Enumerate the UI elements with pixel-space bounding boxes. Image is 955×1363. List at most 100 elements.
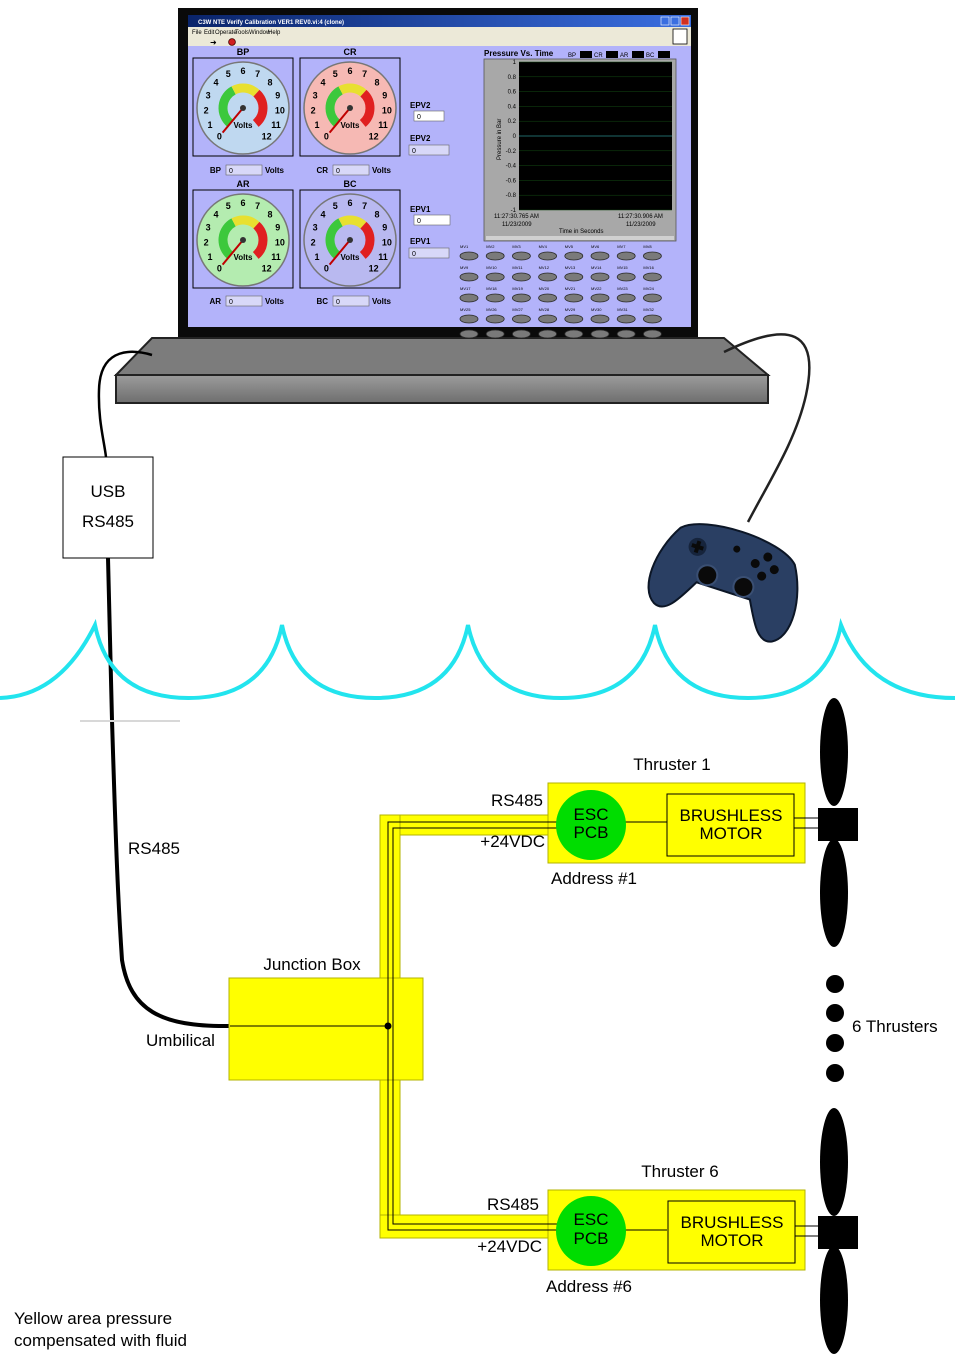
gauge-band — [325, 86, 344, 127]
mv-button[interactable] — [590, 329, 610, 339]
menu-item-operate[interactable]: Operate — [215, 30, 237, 36]
thruster-1-title: Thruster 1 — [633, 755, 710, 774]
gamepad-icon — [647, 523, 799, 643]
usb-cable — [97, 350, 153, 458]
mv-button[interactable] — [485, 272, 505, 282]
readout-unit: Volts — [265, 297, 285, 306]
mv-button[interactable] — [590, 314, 610, 324]
epv-field-3[interactable] — [413, 214, 451, 226]
readout-label: BP — [210, 166, 222, 175]
maximize-button[interactable] — [670, 16, 680, 26]
mv-button[interactable] — [616, 293, 636, 303]
mv-button[interactable] — [512, 251, 531, 261]
gauge-tick-label: 9 — [275, 90, 280, 100]
gauge-tick-label: 0 — [217, 264, 222, 274]
mv-button[interactable] — [616, 251, 636, 261]
x-start-date: 11/23/2009 — [502, 222, 532, 228]
chart-scrollbar[interactable] — [486, 236, 674, 240]
legend-label-ar: AR — [620, 53, 629, 59]
mv-button[interactable] — [616, 329, 636, 339]
gauge-needle — [328, 107, 351, 134]
gauge-tick-label: 4 — [321, 210, 326, 220]
mv-button[interactable] — [485, 329, 505, 339]
readout-unit: Volts — [372, 297, 392, 306]
pcb-label-6: PCB — [574, 1229, 609, 1248]
mv-button[interactable] — [485, 293, 505, 303]
mv-button-label: MV32 — [643, 307, 654, 312]
mv-button[interactable] — [564, 293, 584, 303]
mv-button[interactable] — [564, 329, 584, 339]
mv-button[interactable] — [643, 314, 662, 324]
mv-button-label: MV29 — [565, 307, 576, 312]
mv-button[interactable] — [643, 272, 662, 282]
mv-button[interactable] — [538, 272, 557, 282]
gauge-tick-label: 9 — [382, 222, 387, 232]
x-start-time: 11:27:30.765 AM — [494, 214, 539, 220]
mv-button[interactable] — [512, 293, 531, 303]
gauge-band — [359, 221, 375, 259]
water-surface — [0, 618, 955, 701]
mv-button[interactable] — [538, 293, 557, 303]
mv-button[interactable] — [459, 272, 479, 282]
mv-button[interactable] — [616, 272, 636, 282]
junction-box-label: Junction Box — [263, 955, 361, 974]
mv-button-label: MV23 — [617, 286, 628, 291]
gauge-title: AR — [237, 179, 250, 189]
mv-button[interactable] — [459, 251, 479, 261]
run-arrow-icon[interactable]: ➜ — [210, 38, 217, 47]
mv-button[interactable] — [538, 251, 557, 261]
mv-button[interactable] — [564, 251, 584, 261]
junction-box — [228, 977, 424, 1081]
mv-button[interactable] — [616, 314, 636, 324]
stop-icon[interactable] — [228, 38, 236, 46]
mv-button-label: MV5 — [565, 244, 574, 249]
mv-button[interactable] — [590, 251, 610, 261]
menu-item-edit[interactable]: Edit — [204, 30, 215, 36]
mv-button[interactable] — [512, 329, 531, 339]
chart-legend: BP CR AR BC — [568, 51, 670, 59]
mv-button[interactable] — [538, 329, 557, 339]
readout-field — [225, 295, 263, 307]
gauge-tick-label: 3 — [313, 90, 318, 100]
y-tick-label: -0.6 — [506, 178, 517, 184]
mv-button[interactable] — [512, 314, 531, 324]
note-line-1: Yellow area pressure — [14, 1309, 172, 1328]
mv-button[interactable] — [512, 272, 531, 282]
epv-field-1[interactable] — [413, 110, 445, 122]
mv-button[interactable] — [590, 293, 610, 303]
x-axis-label: Time in Seconds — [559, 229, 603, 235]
mv-button[interactable] — [485, 251, 505, 261]
propeller-1-icon — [818, 698, 858, 947]
mv-button[interactable] — [643, 251, 662, 261]
epv-value-1: 0 — [417, 114, 421, 121]
menu-item-tools[interactable]: Tools — [235, 30, 249, 36]
menu-item-file[interactable]: File — [192, 30, 202, 36]
epv-label-4: EPV1 — [410, 237, 431, 246]
usb-rs485-converter: USB RS485 — [62, 456, 154, 559]
minimize-button[interactable] — [660, 16, 670, 26]
menu-item-help[interactable]: Help — [268, 30, 281, 36]
mv-button[interactable] — [538, 314, 557, 324]
gauge-tick-label: 5 — [226, 201, 231, 211]
close-button[interactable] — [680, 16, 690, 26]
toolbar — [188, 36, 691, 46]
epv-value-2: 0 — [412, 148, 416, 155]
mv-button[interactable] — [459, 314, 479, 324]
mv-button-label: MV27 — [512, 307, 523, 312]
gauge-tick-label: 4 — [214, 210, 219, 220]
gauge-band — [218, 218, 237, 259]
mv-button[interactable] — [564, 272, 584, 282]
mv-button[interactable] — [485, 314, 505, 324]
mv-button[interactable] — [564, 314, 584, 324]
mv-button[interactable] — [590, 272, 610, 282]
mv-button[interactable] — [459, 329, 479, 339]
mv-button[interactable] — [643, 293, 662, 303]
mv-button[interactable] — [459, 293, 479, 303]
gauge-unit-label: Volts — [234, 121, 254, 130]
menu-item-window[interactable]: Window — [249, 30, 271, 36]
mv-button[interactable] — [643, 329, 662, 339]
thruster-1-rs485: RS485 — [491, 791, 543, 810]
